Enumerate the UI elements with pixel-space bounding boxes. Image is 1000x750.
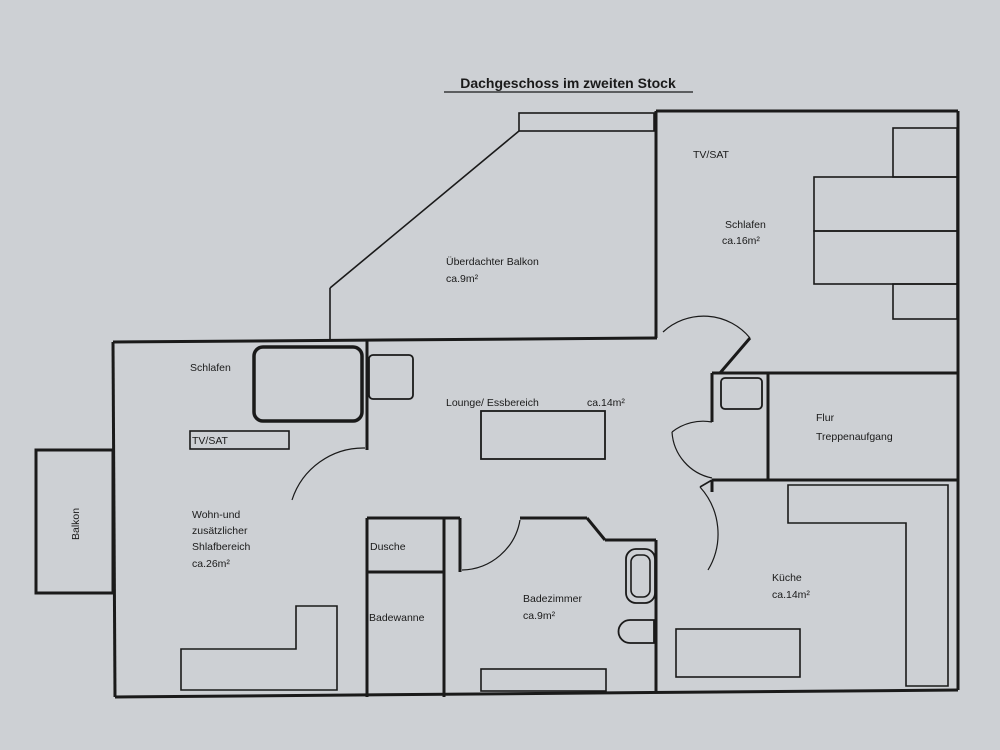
lounge-area: ca.14m²: [587, 397, 625, 409]
living-line1: Wohn-und: [192, 509, 240, 521]
bed: [252, 345, 364, 423]
outer-walls: [111, 109, 960, 699]
covered-balcony-name: Überdachter Balkon: [446, 256, 539, 268]
covered-balcony-outline: [329, 112, 655, 340]
plan-title: Dachgeschoss im zweiten Stock: [460, 75, 676, 91]
bedroom-left-tv-label: TV/SAT: [192, 435, 229, 447]
lounge-name: Lounge/ Essbereich: [446, 397, 539, 409]
bedroom-main-area: ca.16m²: [722, 235, 760, 247]
living-line2: zusätzlicher: [192, 525, 248, 537]
kitchen-counter: [787, 484, 949, 687]
bathroom-sink: [625, 548, 656, 604]
hall-name: Flur: [816, 412, 835, 424]
sofa: [180, 605, 338, 691]
covered-balcony-area: ca.9m²: [446, 273, 479, 285]
kitchen-area: ca.14m²: [772, 589, 810, 601]
room-labels: TV/SAT Schlafen ca.16m² Überdachter Balk…: [70, 149, 893, 624]
shower-name: Dusche: [370, 541, 406, 553]
armchair: [368, 354, 414, 400]
doors: [291, 315, 751, 571]
bedroom-main-tv-label: TV/SAT: [693, 149, 730, 161]
interior-walls: [365, 337, 958, 697]
living-line3: Shlafbereich: [192, 541, 251, 553]
bedroom-main-name: Schlafen: [725, 219, 766, 231]
double-bed: [813, 127, 958, 320]
hall-cabinet: [720, 377, 763, 410]
kitchen-name: Küche: [772, 572, 802, 584]
bathtub-name: Badewanne: [369, 612, 425, 624]
balcony-name: Balkon: [70, 508, 82, 540]
bedroom-left-name: Schlafen: [190, 362, 231, 374]
bathroom-area: ca.9m²: [523, 610, 556, 622]
bathroom-vanity: [480, 668, 607, 692]
living-area: ca.26m²: [192, 558, 230, 570]
balcony-outline: [34, 448, 115, 595]
kitchen-island: [675, 628, 801, 678]
tv-unit: [189, 430, 290, 450]
dining-table: [480, 410, 606, 460]
hall-sub: Treppenaufgang: [816, 431, 893, 443]
sink-basin: [630, 554, 651, 598]
bathroom-name: Badezimmer: [523, 593, 582, 605]
toilet: [617, 619, 655, 644]
